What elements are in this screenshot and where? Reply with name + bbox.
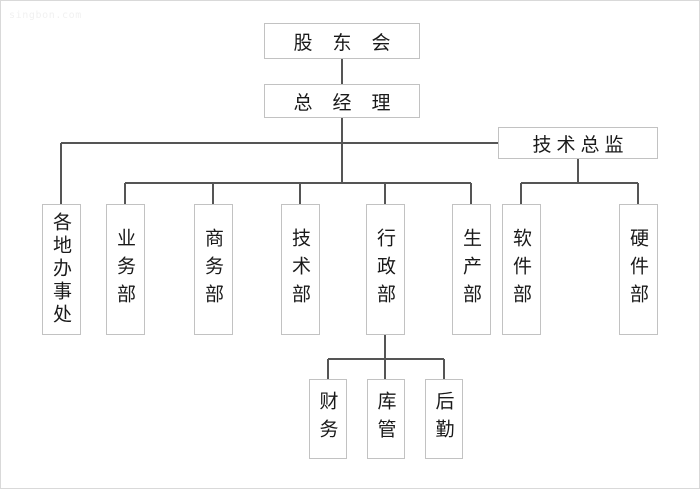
node-label-business-dept: 业务部: [114, 227, 136, 312]
node-label-regional-offices: 各地办事处: [50, 212, 72, 327]
node-label-finance: 财务: [316, 391, 339, 447]
node-label-logistics: 后勤: [432, 391, 455, 447]
node-label-warehouse: 库管: [374, 391, 397, 447]
node-technology-dept[interactable]: 技术部: [281, 204, 320, 335]
watermark-text: singbon.com: [9, 10, 82, 21]
node-general-manager[interactable]: 总 经 理: [264, 84, 420, 118]
node-label-administration-dept: 行政部: [374, 227, 396, 312]
node-commerce-dept[interactable]: 商务部: [194, 204, 233, 335]
node-label-shareholders: 股 东 会: [293, 31, 398, 54]
node-finance[interactable]: 财务: [309, 379, 347, 459]
node-technical-director[interactable]: 技术总监: [498, 127, 658, 159]
node-business-dept[interactable]: 业务部: [106, 204, 145, 335]
node-hardware-dept[interactable]: 硬件部: [619, 204, 658, 335]
node-logistics[interactable]: 后勤: [425, 379, 463, 459]
node-shareholders[interactable]: 股 东 会: [264, 23, 420, 59]
node-label-software-dept: 软件部: [510, 227, 532, 312]
node-warehouse[interactable]: 库管: [367, 379, 405, 459]
node-label-general-manager: 总 经 理: [293, 91, 398, 114]
node-label-technical-director: 技术总监: [532, 133, 629, 156]
node-label-commerce-dept: 商务部: [202, 227, 224, 312]
node-label-hardware-dept: 硬件部: [627, 227, 649, 312]
node-software-dept[interactable]: 软件部: [502, 204, 541, 335]
node-regional-offices[interactable]: 各地办事处: [42, 204, 81, 335]
node-label-production-dept: 生产部: [460, 227, 482, 312]
node-production-dept[interactable]: 生产部: [452, 204, 491, 335]
node-administration-dept[interactable]: 行政部: [366, 204, 405, 335]
node-label-technology-dept: 技术部: [289, 227, 311, 312]
